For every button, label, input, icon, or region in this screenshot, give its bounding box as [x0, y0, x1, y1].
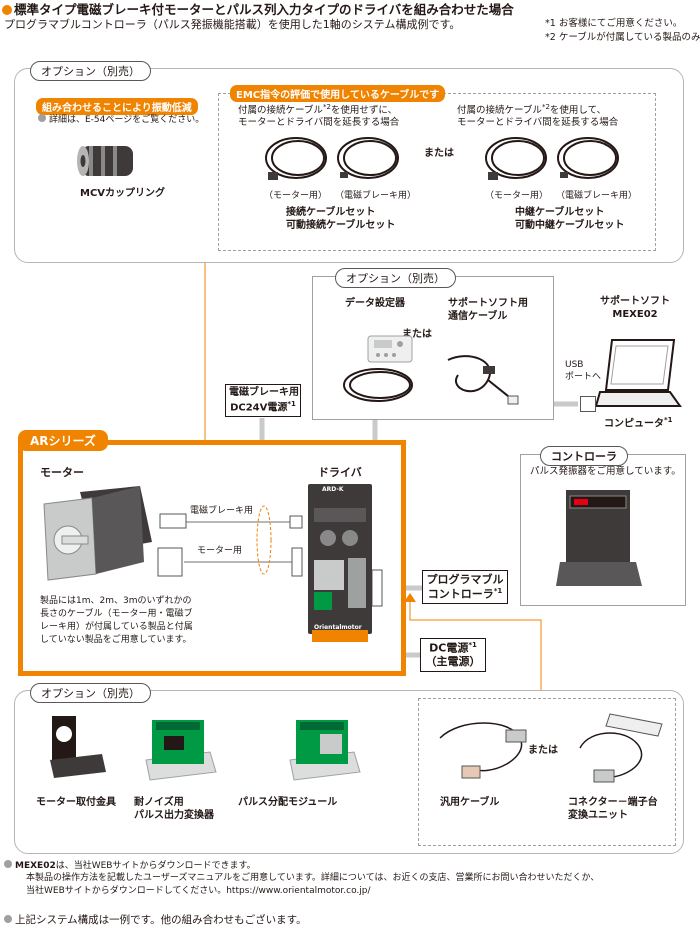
pulse-generator-image: [556, 490, 642, 586]
support-cable-2: 通信ケーブル: [448, 311, 508, 322]
coupling-tag: 組み合わせることにより振動低減: [36, 98, 198, 115]
brake-line-label: 電磁ブレーキ用: [190, 506, 254, 516]
right-desc: 付属の接続ケーブル*2を使用して、: [457, 103, 607, 117]
computer-label: コンピュータ*1: [604, 416, 673, 430]
page-title: 標準タイプ電磁ブレーキ付モーターとパルス列入力タイプのドライバを組み合わせた場合: [2, 2, 514, 18]
general-cable-label: 汎用ケーブル: [440, 797, 500, 808]
right-desc-2: モーターとドライバ間を延長する場合: [457, 117, 619, 128]
footer-mexe-2: 本製品の操作方法を記載したユーザーズマニュアルをご用意しています。詳細については…: [26, 873, 600, 883]
bullet-icon: [4, 915, 12, 923]
note-1: *1 お客様にてご用意ください。: [545, 18, 683, 29]
driver-label: ドライバ: [318, 466, 362, 479]
coupling-image: [77, 146, 133, 176]
usb-port-icon: [580, 396, 596, 412]
or-mid: または: [402, 329, 432, 340]
left-set-1: 接続ケーブルセット: [286, 207, 376, 218]
laptop-icon: [594, 339, 682, 407]
motor-use-right: （モーター用）: [485, 191, 549, 201]
data-setter-label: データ設定器: [345, 298, 405, 309]
page-subtitle: プログラマブルコントローラ（パルス発振機能搭載）を使用した1軸のシステム構成例で…: [4, 18, 461, 31]
footer-mexe-1: MEXE02は、当社WEBサイトからダウンロードできます。: [4, 860, 256, 872]
plc-box: プログラマブル コントローラ*1: [422, 570, 508, 605]
controller-title: コントローラ: [540, 446, 628, 466]
usb-label-2: ポートへ: [565, 372, 602, 382]
driver-brand: Orientalmotor: [314, 624, 362, 631]
mount-label: モーター取付金具: [36, 797, 116, 808]
cable-coils-image: [265, 137, 619, 180]
right-set-1: 中継ケーブルセット: [515, 207, 605, 218]
brake-use-left: （電磁ブレーキ用）: [335, 191, 417, 201]
orange-line-bottom: [409, 596, 542, 698]
emc-tag: EMC指令の評価で使用しているケーブルです: [230, 85, 446, 102]
left-desc-2: モーターとドライバ間を延長する場合: [238, 117, 400, 128]
software-label-2: MEXE02: [612, 309, 658, 320]
left-set-2: 可動接続ケーブルセット: [286, 220, 396, 231]
footer-example: 上記システム構成は一例です。他の組み合わせもございます。: [4, 914, 307, 927]
motor-mount-image: [50, 716, 106, 778]
or-text: または: [424, 148, 454, 159]
coupling-name: MCVカップリング: [80, 188, 166, 199]
motor-label: モーター: [40, 466, 84, 479]
bullet-icon: [2, 5, 12, 15]
ar-desc-2: 長さのケーブル（モーター用・電磁ブ: [40, 609, 193, 619]
coupling-detail: 詳細は、E-54ページをご覧ください。: [38, 114, 204, 126]
bullet-icon: [4, 860, 12, 868]
terminal-label-1: コネクター－端子台: [568, 797, 658, 808]
software-label-1: サポートソフト: [600, 296, 670, 307]
noise-label-1: 耐ノイズ用: [134, 797, 184, 808]
driver-model: ARD-K: [322, 486, 344, 493]
pulse-module-image: [289, 720, 361, 781]
terminal-label-2: 変換ユニット: [568, 810, 628, 821]
dc-power-box: DC電源*1 （主電源）: [420, 638, 486, 673]
or-bottom: または: [528, 745, 558, 756]
bullet-icon: [38, 114, 46, 122]
driver-image: [308, 484, 372, 642]
cable-unit-image: [439, 713, 663, 783]
option-bottom-label: オプション（別売）: [30, 683, 151, 703]
motor-use-left: （モーター用）: [264, 191, 328, 201]
noise-label-2: パルス出力変換器: [134, 810, 214, 821]
option-mid-image: [343, 335, 519, 405]
ar-desc-1: 製品には1m、2m、3mのいずれかの: [40, 596, 192, 606]
ar-desc-3: レーキ用）が付属している製品と付属: [40, 622, 193, 632]
right-set-2: 可動中継ケーブルセット: [515, 220, 625, 231]
brake-use-right: （電磁ブレーキ用）: [556, 191, 638, 201]
note-2: *2 ケーブルが付属している製品のみ。: [545, 32, 700, 43]
ar-series-tag: ARシリーズ: [18, 430, 108, 451]
option-top-label: オプション（別売）: [30, 61, 151, 81]
option-mid-label: オプション（別売）: [335, 268, 456, 288]
support-cable-1: サポートソフト用: [448, 298, 528, 309]
motor-line-label: モーター用: [197, 546, 243, 556]
pulse-module-label: パルス分配モジュール: [238, 797, 338, 808]
noise-converter-image: [145, 720, 217, 781]
ar-desc-4: していない製品をご用意しています。: [40, 635, 192, 645]
footer-mexe-3: 当社WEBサイトからダウンロードしてください。https://www.orien…: [26, 886, 371, 896]
cable-dashed-box: [418, 698, 676, 846]
motor-image: [43, 486, 152, 581]
left-desc: 付属の接続ケーブル*2を使用せずに、: [238, 103, 398, 117]
brake-power-box: 電磁ブレーキ用 DC24V電源*1: [225, 384, 301, 418]
arrow-up-icon: [404, 593, 416, 602]
usb-label-1: USB: [565, 360, 584, 370]
controller-desc: パルス発振器をご用意しています。: [530, 466, 681, 477]
